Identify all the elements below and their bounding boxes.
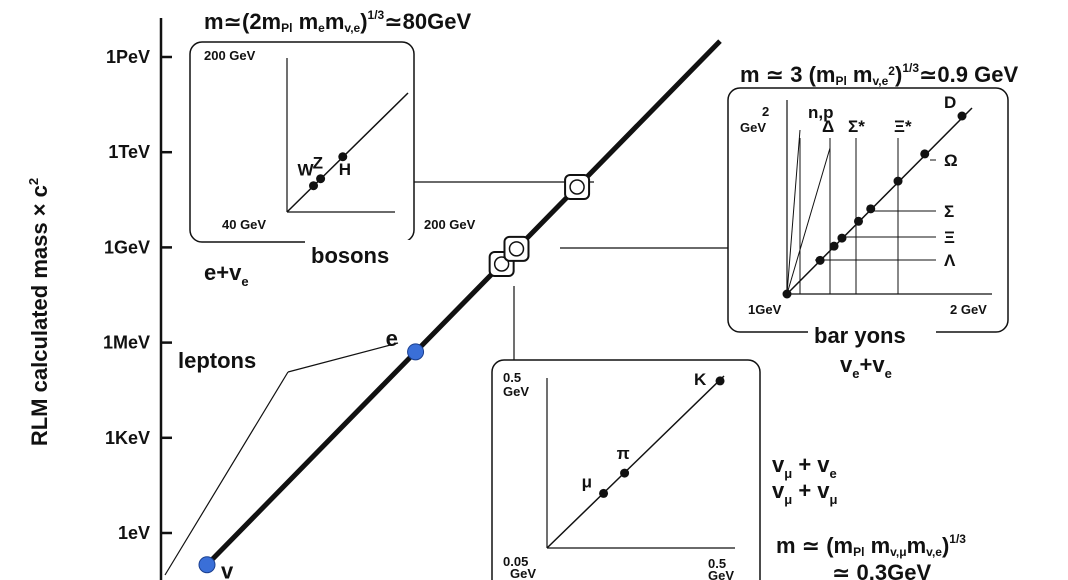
main-point-label: v (221, 559, 234, 580)
baryon-column-label: Σ* (848, 117, 865, 136)
inset-point-2 (715, 376, 725, 386)
baryons-points: n,pΔ Σ* Ξ* D Ω ΣΞΛ (782, 93, 967, 299)
baryon-side-label: Ω (944, 151, 958, 170)
inset-point-1 (316, 174, 326, 184)
baryon-fan-guide (786, 147, 831, 295)
main-point-e (407, 343, 425, 361)
baryon-point-5 (866, 204, 876, 214)
mesons-points: μ π K (582, 370, 725, 498)
baryon-side-label: Σ (944, 202, 954, 221)
baryons-label-bg (808, 320, 936, 348)
main-fit-line (205, 39, 722, 567)
mesons-marker-ring (493, 256, 510, 272)
inset-point-0 (309, 181, 319, 191)
baryon-side-label: Λ (944, 251, 956, 270)
bosons-inset-x-max: 200 GeV (424, 217, 476, 232)
baryon-column-label: Ξ* (894, 117, 912, 136)
mesons-formula: m ≃ (mPl mv,μmv,e)1/3 (776, 532, 966, 559)
baryon-column-label: D (944, 93, 956, 112)
baryon-column-label: Δ (822, 117, 834, 136)
baryons-formula: m ≃ 3 (mPl mv,e2)1/3≃0.9 GeV (740, 61, 1018, 88)
baryons-source: ve+ve (840, 352, 892, 381)
leptons-label: leptons (178, 348, 256, 373)
inset-point-label: Z (313, 154, 323, 173)
inset-point-label: μ (582, 472, 592, 491)
baryon-point-1 (815, 255, 825, 265)
bosons-inset-y-max: 200 GeV (204, 48, 256, 63)
inset-point-label: W (298, 161, 315, 180)
y-tick-label: 1eV (118, 523, 150, 543)
bosons-inset-fit-line (286, 92, 409, 213)
y-tick-label: 1TeV (108, 142, 150, 162)
baryon-side-label: Ξ (944, 228, 955, 247)
mesons-formula-value: ≃ 0.3GeV (832, 560, 931, 580)
mesons-source-b: vμ + vμ (772, 478, 838, 507)
y-tick-label: 1GeV (104, 237, 150, 257)
main-mass-line (205, 39, 722, 567)
mesons-inset-fit-line (546, 375, 725, 549)
baryon-point-0 (782, 289, 792, 299)
bosons-inset-x-min: 40 GeV (222, 217, 266, 232)
bosons-inset-frame (189, 41, 415, 243)
bosons-label: bosons (311, 243, 389, 268)
inset-point-label: π (617, 444, 630, 463)
baryons-inset-x-max: 2 GeV (950, 302, 987, 317)
bosons-marker-ring (569, 179, 585, 195)
baryons-marker-box (503, 235, 530, 262)
group-markers (488, 174, 591, 277)
y-ticks: 1PeV 1TeV 1GeV 1MeV 1KeV 1eV (103, 47, 172, 543)
baryons-inset-x-min: 1GeV (748, 302, 782, 317)
baryon-point-6 (893, 176, 903, 186)
baryons-label: bar yons (814, 323, 906, 348)
y-axis-label: RLM calculated mass × c2 (26, 178, 52, 446)
baryon-point-8 (957, 111, 967, 121)
baryon-fan-guide (786, 129, 801, 295)
leptons-connector (287, 342, 399, 373)
baryon-point-7 (920, 149, 930, 159)
y-tick-label: 1KeV (105, 428, 150, 448)
bosons-formula: m≃(2mPl memv,e)1/3≃80GeV (204, 8, 471, 35)
inset-point-label: K (694, 370, 707, 389)
baryon-point-3 (854, 216, 864, 226)
leptons-connector-lower (164, 371, 289, 576)
baryon-point-2 (829, 241, 839, 251)
baryons-marker-ring (508, 241, 525, 257)
inset-point-0 (599, 488, 609, 498)
baryon-point-4 (837, 233, 847, 243)
bosons-source: e+ve (204, 260, 249, 289)
bosons-label-bg (305, 240, 415, 266)
inset-point-2 (338, 152, 348, 162)
bosons-marker-box (564, 174, 591, 201)
y-tick-label: 1PeV (106, 47, 150, 67)
main-points: ev (198, 326, 425, 580)
baryon-column-label: n,p (808, 103, 834, 122)
inset-point-label: H (339, 160, 351, 179)
inset-point-1 (620, 468, 630, 478)
mesons-source-a: vμ + ve (772, 452, 837, 481)
main-point-v (198, 556, 216, 574)
y-tick-label: 1MeV (103, 333, 150, 353)
inset-connectors (164, 181, 728, 576)
main-point-label: e (386, 326, 398, 351)
